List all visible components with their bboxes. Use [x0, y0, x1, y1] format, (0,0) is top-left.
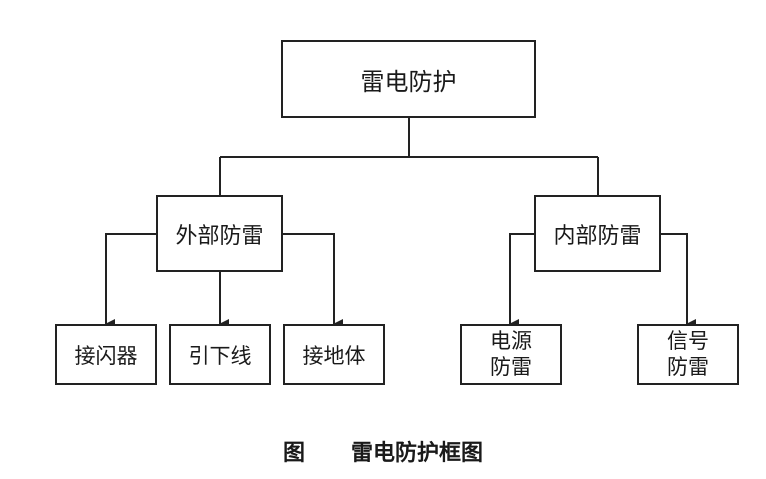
figure-caption-prefix: 图 [282, 441, 305, 466]
leaf-node-signal-protection-line2: 防雷 [667, 354, 709, 379]
branch-node-external-label: 外部防雷 [175, 223, 264, 249]
arrow-to-signal-protection [660, 233, 696, 329]
figure-caption-title: 雷电防护框图 [351, 441, 484, 466]
arrow-to-air-terminal [105, 233, 157, 329]
root-node-label: 雷电防护 [360, 67, 457, 96]
branch-node-external: 外部防雷 [156, 195, 283, 272]
arrow-to-grounding-body [282, 233, 343, 329]
branch-node-internal: 内部防雷 [534, 195, 661, 272]
leaf-node-power-protection: 电源 防雷 [460, 324, 562, 385]
leaf-node-air-terminal: 接闪器 [55, 324, 157, 385]
leaf-node-signal-protection-line1: 信号 [667, 329, 709, 354]
branch-node-internal-label: 内部防雷 [553, 223, 642, 249]
figure-caption: 图 雷电防护框图 [0, 435, 766, 467]
arrow-to-power-protection [509, 233, 535, 329]
leaf-node-down-conductor: 引下线 [169, 324, 271, 385]
leaf-node-power-protection-line1: 电源 [490, 329, 532, 354]
leaf-node-power-protection-line2: 防雷 [490, 354, 532, 379]
leaf-node-air-terminal-label: 接闪器 [74, 343, 138, 368]
leaf-node-signal-protection: 信号 防雷 [637, 324, 739, 385]
root-node: 雷电防护 [281, 40, 536, 118]
leaf-node-down-conductor-label: 引下线 [188, 343, 252, 368]
leaf-node-grounding-body-label: 接地体 [302, 343, 366, 368]
leaf-node-grounding-body: 接地体 [283, 324, 385, 385]
